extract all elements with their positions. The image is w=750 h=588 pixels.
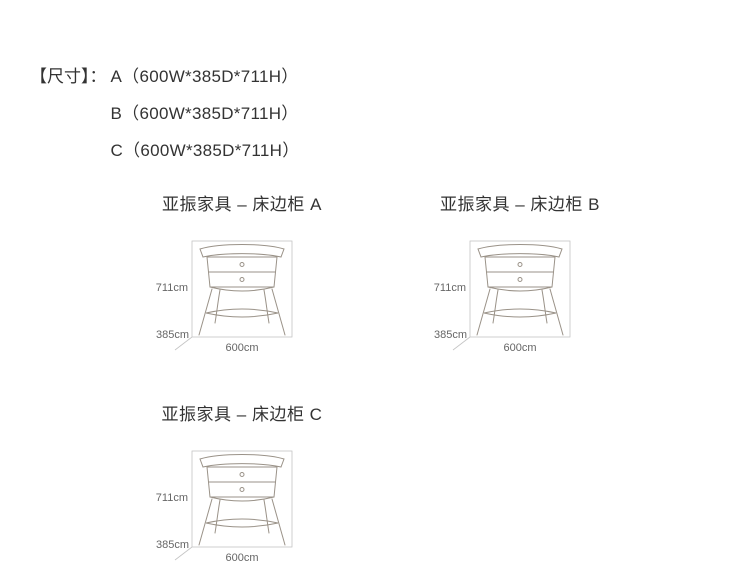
size-header-label: 【尺寸】： [30, 67, 107, 86]
nightstand-sketch-icon [174, 450, 293, 561]
figure-title: 亚振家具 – 床边柜 B [440, 195, 600, 214]
dimension-box [174, 240, 293, 351]
depth-dimension-label: 385cm [156, 329, 190, 341]
height-dimension-label: 711cm [155, 492, 188, 504]
nightstand-art [198, 454, 286, 546]
nightstand-sketch-icon [174, 240, 293, 351]
width-dimension-label: 600cm [225, 342, 259, 354]
dimension-box [174, 450, 293, 561]
dimension-box [452, 240, 571, 351]
height-dimension-label: 711cm [433, 282, 466, 294]
size-header: 【尺寸】： A（600W*385D*711H） B（600W*385D*711H… [30, 58, 300, 169]
size-line-c: C（600W*385D*711H） [110, 141, 300, 160]
nightstand-drawing: 711cm 385cm 600cm [156, 229, 322, 355]
size-line-a: A（600W*385D*711H） [110, 67, 299, 86]
size-list: A（600W*385D*711H） B（600W*385D*711H） C（60… [111, 58, 300, 169]
width-dimension-label: 600cm [225, 552, 259, 564]
figure-nightstand-b: 亚振家具 – 床边柜 B [420, 190, 620, 355]
nightstand-drawing: 711cm 385cm 600cm [156, 439, 322, 565]
depth-dimension-label: 385cm [156, 539, 190, 551]
figure-title: 亚振家具 – 床边柜 A [162, 195, 322, 214]
size-line-b: B（600W*385D*711H） [110, 104, 299, 123]
figure-title: 亚振家具 – 床边柜 C [161, 405, 323, 424]
nightstand-sketch-icon [452, 240, 571, 351]
width-dimension-label: 600cm [503, 342, 537, 354]
figure-nightstand-c: 亚振家具 – 床边柜 C [142, 400, 342, 565]
height-dimension-label: 711cm [155, 282, 188, 294]
depth-dimension-label: 385cm [434, 329, 468, 341]
nightstand-art [476, 244, 564, 336]
nightstand-art [198, 244, 286, 336]
figure-nightstand-a: 亚振家具 – 床边柜 A [142, 190, 342, 355]
nightstand-drawing: 711cm 385cm 600cm [434, 229, 600, 355]
